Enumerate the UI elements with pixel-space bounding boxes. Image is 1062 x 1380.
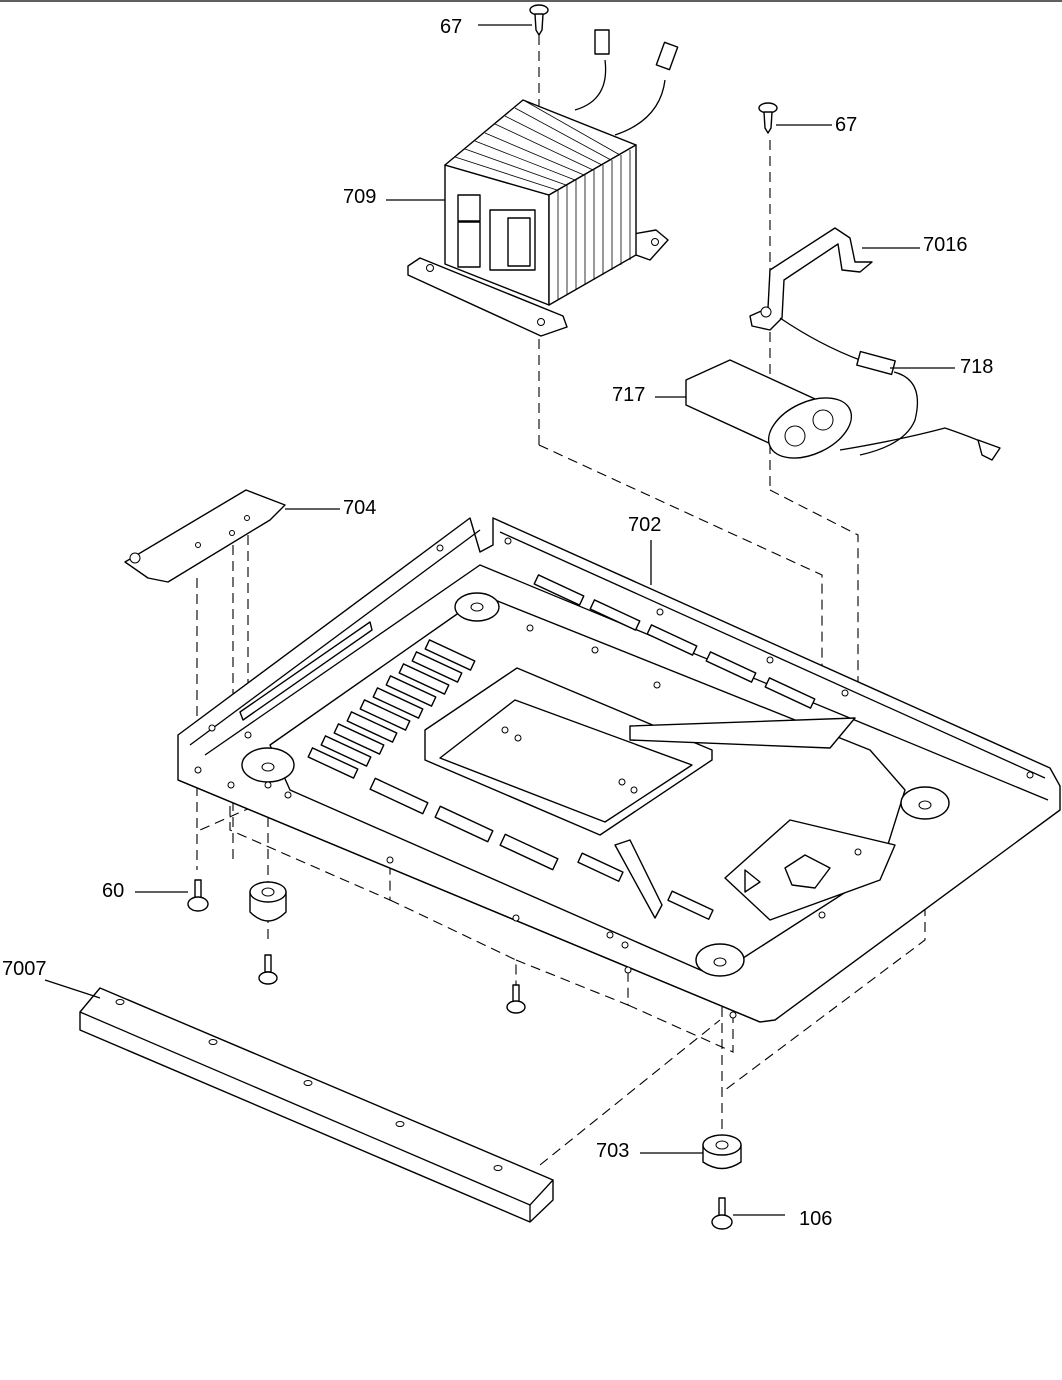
assembly-guide-lines <box>196 35 926 1166</box>
label-704: 704 <box>343 497 377 519</box>
label-60: 60 <box>102 880 125 902</box>
rail-7007 <box>79 987 554 1223</box>
label-7016: 7016 <box>923 234 968 256</box>
screw-60 <box>187 879 209 912</box>
label-7007: 7007 <box>2 958 47 980</box>
screw-67-right <box>758 102 778 134</box>
bracket-704 <box>124 489 286 583</box>
foot-703 <box>702 1134 742 1170</box>
label-703: 703 <box>596 1140 630 1162</box>
screw-106 <box>711 1197 733 1230</box>
label-717: 717 <box>612 384 646 406</box>
label-718: 718 <box>960 356 994 378</box>
capacitor-717 <box>685 359 1001 461</box>
label-106: 106 <box>799 1208 833 1230</box>
diode-718 <box>856 350 919 456</box>
transformer <box>407 29 679 337</box>
bracket-7016 <box>749 227 873 361</box>
label-67-right: 67 <box>835 114 858 136</box>
label-702: 702 <box>628 514 662 536</box>
base-plate-702 <box>177 517 1061 1023</box>
label-709: 709 <box>343 186 377 208</box>
label-67-top: 67 <box>440 16 463 38</box>
screw-left-lower <box>258 954 278 985</box>
leader-lines <box>44 24 955 1216</box>
screw-center-lower <box>506 984 526 1014</box>
foot-left <box>249 881 287 922</box>
screw-67-top <box>529 4 549 36</box>
